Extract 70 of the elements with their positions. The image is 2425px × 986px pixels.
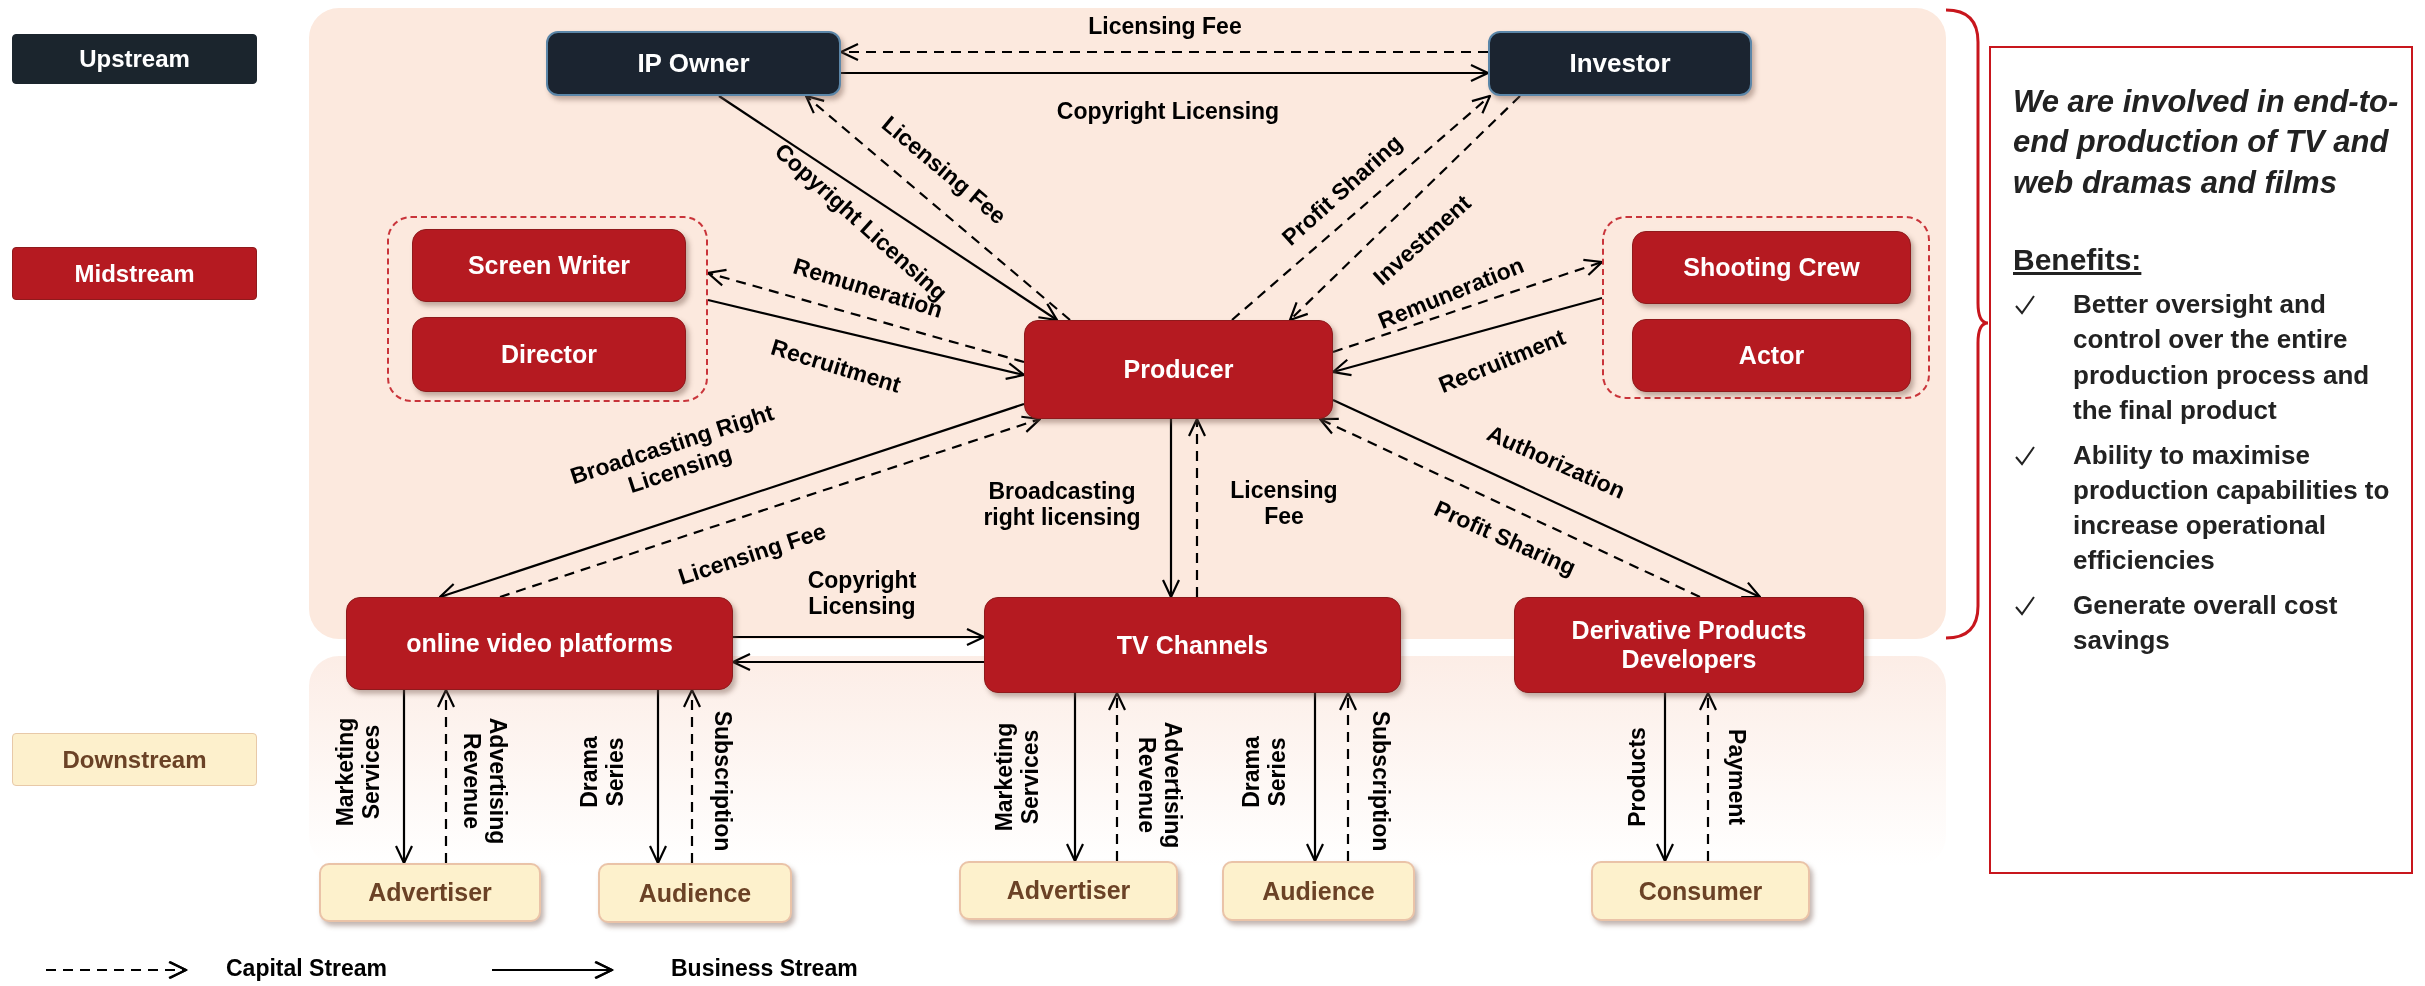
- panel-heading: We are involved in end-to-end production of TV and web dramas and films: [2013, 83, 2400, 202]
- edge-label: Products: [1623, 727, 1651, 827]
- stream-tag: Upstream: [12, 34, 257, 84]
- arrow: [707, 298, 1026, 380]
- arrow: [1655, 693, 1675, 863]
- stakeholder-box: Audience: [598, 863, 792, 923]
- stakeholder-box: TV Channels: [984, 597, 1401, 693]
- arrow: [718, 95, 1059, 322]
- edge-label: Broadcasting right licensing: [982, 477, 1142, 531]
- edge-label: Copyright Licensing: [1056, 97, 1280, 125]
- arrow: [436, 688, 456, 863]
- arrow: [682, 688, 702, 863]
- stakeholder-box: Advertiser: [319, 863, 541, 922]
- edge-label: Payment: [1723, 729, 1751, 825]
- bullet-text: Generate overall cost savings: [2073, 589, 2339, 658]
- stakeholder-box: Actor: [1632, 319, 1911, 392]
- edge-label: Drama Series: [575, 735, 629, 810]
- arrow: [1187, 417, 1207, 597]
- arrow: [733, 627, 986, 647]
- arrow: [1331, 296, 1603, 377]
- stakeholder-box: Investor: [1488, 31, 1752, 96]
- stakeholder-box: Screen Writer: [412, 229, 686, 302]
- arrow: [499, 415, 1042, 599]
- stakeholder-box: Advertiser: [959, 861, 1178, 920]
- arrow: [1305, 693, 1325, 863]
- panel-subheading: Benefits:: [2013, 242, 2142, 278]
- group-frame: [1602, 216, 1930, 399]
- group-frame: [387, 216, 708, 402]
- stakeholder-box: Consumer: [1591, 861, 1810, 921]
- edge-label: Licensing Fee: [1088, 12, 1242, 40]
- stakeholder-box: Shooting Crew: [1632, 231, 1911, 304]
- arrow: [731, 652, 984, 672]
- bullet-text: Ability to maximise production capabilities to increase operational efficiencies: [2073, 438, 2391, 578]
- stakeholder-box: online video platforms: [346, 597, 733, 690]
- arrow: [1338, 691, 1358, 861]
- stakeholder-box: Producer: [1024, 320, 1333, 419]
- edge-label: Copyright Licensing: [806, 566, 918, 620]
- arrow: [1065, 693, 1085, 863]
- arrow: [1161, 419, 1181, 599]
- arrow: [1698, 691, 1718, 861]
- edge-label: Advertising Revenue: [458, 716, 512, 847]
- edge-label: Licensing Fee: [1229, 476, 1339, 530]
- edge-label: Subscription: [709, 710, 737, 852]
- stakeholder-box: IP Owner: [546, 31, 841, 96]
- legend-label: Capital Stream: [226, 955, 388, 982]
- stakeholder-box: Audience: [1222, 861, 1415, 921]
- edge-label: Marketing Services: [331, 716, 385, 829]
- arrow: [1332, 258, 1604, 354]
- edge-label: Advertising Revenue: [1133, 720, 1187, 851]
- stakeholder-box: Director: [412, 317, 686, 392]
- edge-label: Marketing Services: [990, 721, 1044, 834]
- arrow: [1107, 691, 1127, 861]
- info-panel: [1989, 46, 2413, 874]
- arrow: [706, 268, 1025, 364]
- arrow: [394, 690, 414, 865]
- edge-label: Drama Series: [1237, 735, 1291, 810]
- stream-tag: Downstream: [12, 733, 257, 786]
- stakeholder-box: Derivative Products Developers: [1514, 597, 1864, 693]
- arrow: [804, 94, 1071, 321]
- arrow: [1231, 94, 1492, 321]
- edge-label: Subscription: [1367, 710, 1395, 852]
- bullet-text: Better oversight and control over the entire production process and the final product: [2073, 288, 2371, 427]
- arrow: [1288, 95, 1521, 322]
- legend-label: Business Stream: [671, 955, 858, 982]
- arrow: [841, 63, 1490, 83]
- arrow: [1332, 399, 1762, 599]
- arrow: [648, 690, 668, 865]
- arrow: [1318, 417, 1701, 598]
- arrow: [839, 42, 1488, 62]
- stream-tag: Midstream: [12, 247, 257, 300]
